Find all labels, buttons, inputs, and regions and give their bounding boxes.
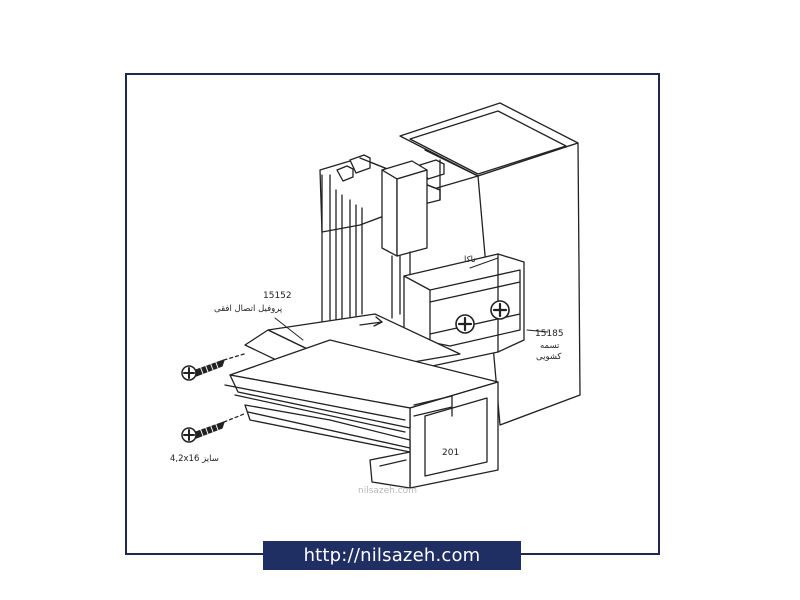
leader-15152 — [274, 317, 304, 341]
plate-screw-left — [455, 314, 475, 334]
label-15185-name-1: تسمه — [540, 341, 560, 351]
label-15185-code: 15185 — [535, 329, 564, 339]
label-15152-name: پروفیل اتصال افقی — [214, 304, 283, 314]
vertical-post — [399, 102, 581, 426]
label-profile-201: 201 — [442, 448, 459, 458]
leader-15185 — [526, 329, 549, 333]
plate-screw-right — [490, 300, 510, 320]
label-15152-code: 15152 — [263, 291, 292, 301]
label-15185-name-2: کشویی — [536, 352, 562, 362]
url-banner[interactable]: http://nilsazeh.com — [263, 541, 521, 570]
leader-top-bracket — [469, 257, 499, 269]
screw-bottom — [181, 413, 245, 443]
screw-top — [181, 353, 245, 381]
watermark: nilsazeh.com — [358, 486, 417, 496]
profile-201-box — [224, 339, 499, 489]
label-screw-size: 4,2x16 سایز — [170, 454, 219, 464]
label-top-bracket: ناکا — [464, 255, 476, 265]
vertical-connector-bar — [381, 160, 428, 319]
